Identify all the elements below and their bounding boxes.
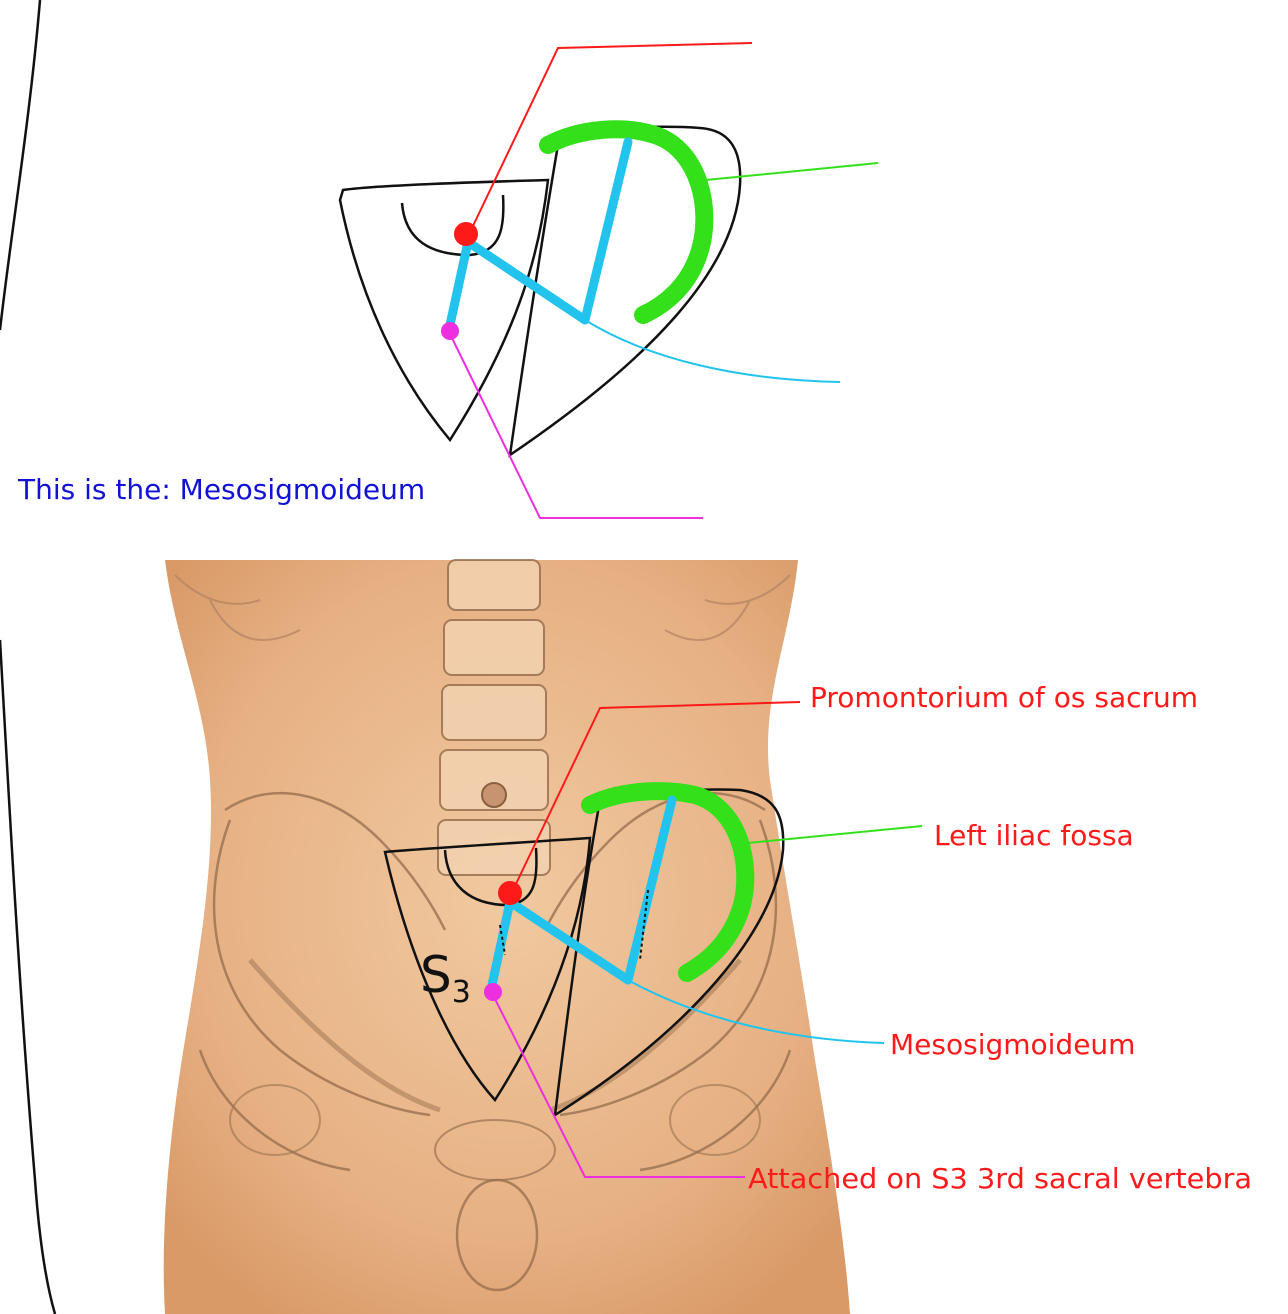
inguinal-lines (248, 958, 742, 1113)
top-s3-dot (441, 322, 459, 340)
umbilicus (481, 782, 507, 808)
mesosigmoideum-line (487, 795, 677, 990)
caption-term: Mesosigmoideum (180, 473, 425, 506)
top-mesosigmoideum-line (445, 137, 633, 330)
mesosigmoideum-dash-left (499, 924, 506, 956)
anatomy-illustration: S3 (163, 559, 923, 1314)
top-promontory-curve (400, 194, 505, 257)
rib-right (664, 574, 791, 641)
hip-joint-left (229, 1084, 321, 1156)
top-iliac-fossa-leader (705, 162, 879, 181)
s3-leader (494, 998, 745, 1178)
pelvis-outline (198, 791, 792, 1172)
top-promontorium-dot (454, 222, 478, 246)
s3-marker-number: 3 (452, 975, 471, 1010)
iliac-outline (553, 788, 785, 1118)
s3-attachment-label: Attached on S3 3rd sacral vertebra (748, 1162, 1252, 1195)
top-iliac-fossa-arc (539, 120, 714, 324)
top-s3-leader (451, 337, 703, 519)
sacrum-outline (383, 836, 592, 1103)
s3-marker-letter: S (420, 946, 452, 1004)
promontorium-label: Promontorium of os sacrum (810, 681, 1198, 714)
diagram-caption: This is the: Mesosigmoideum (17, 473, 425, 506)
mesosigmoideum-leader (627, 979, 885, 1044)
top-promontorium-leader (471, 42, 753, 229)
top-iliac-outline (508, 125, 742, 458)
top-sacrum-outline (338, 178, 550, 443)
s3-dot (484, 983, 502, 1001)
promontorium-leader (514, 701, 801, 887)
iliac-fossa-arc (581, 782, 755, 982)
iliac-fossa-leader (747, 825, 923, 844)
top-mesosigmoideum-leader (584, 319, 841, 383)
lower-oval (455, 1178, 539, 1292)
top-schematic (338, 42, 879, 519)
mesosigmoideum-label: Mesosigmoideum (890, 1028, 1135, 1061)
page-edge-line (0, 0, 57, 1314)
hip-joint-right (669, 1084, 761, 1156)
promontorium-dot (498, 881, 522, 905)
lumbar-spine (437, 559, 551, 876)
s3-marker: S3 (420, 946, 471, 1010)
rib-left (174, 574, 301, 641)
caption-prefix: This is the: (17, 473, 180, 506)
iliac-fossa-label: Left iliac fossa (934, 819, 1134, 852)
